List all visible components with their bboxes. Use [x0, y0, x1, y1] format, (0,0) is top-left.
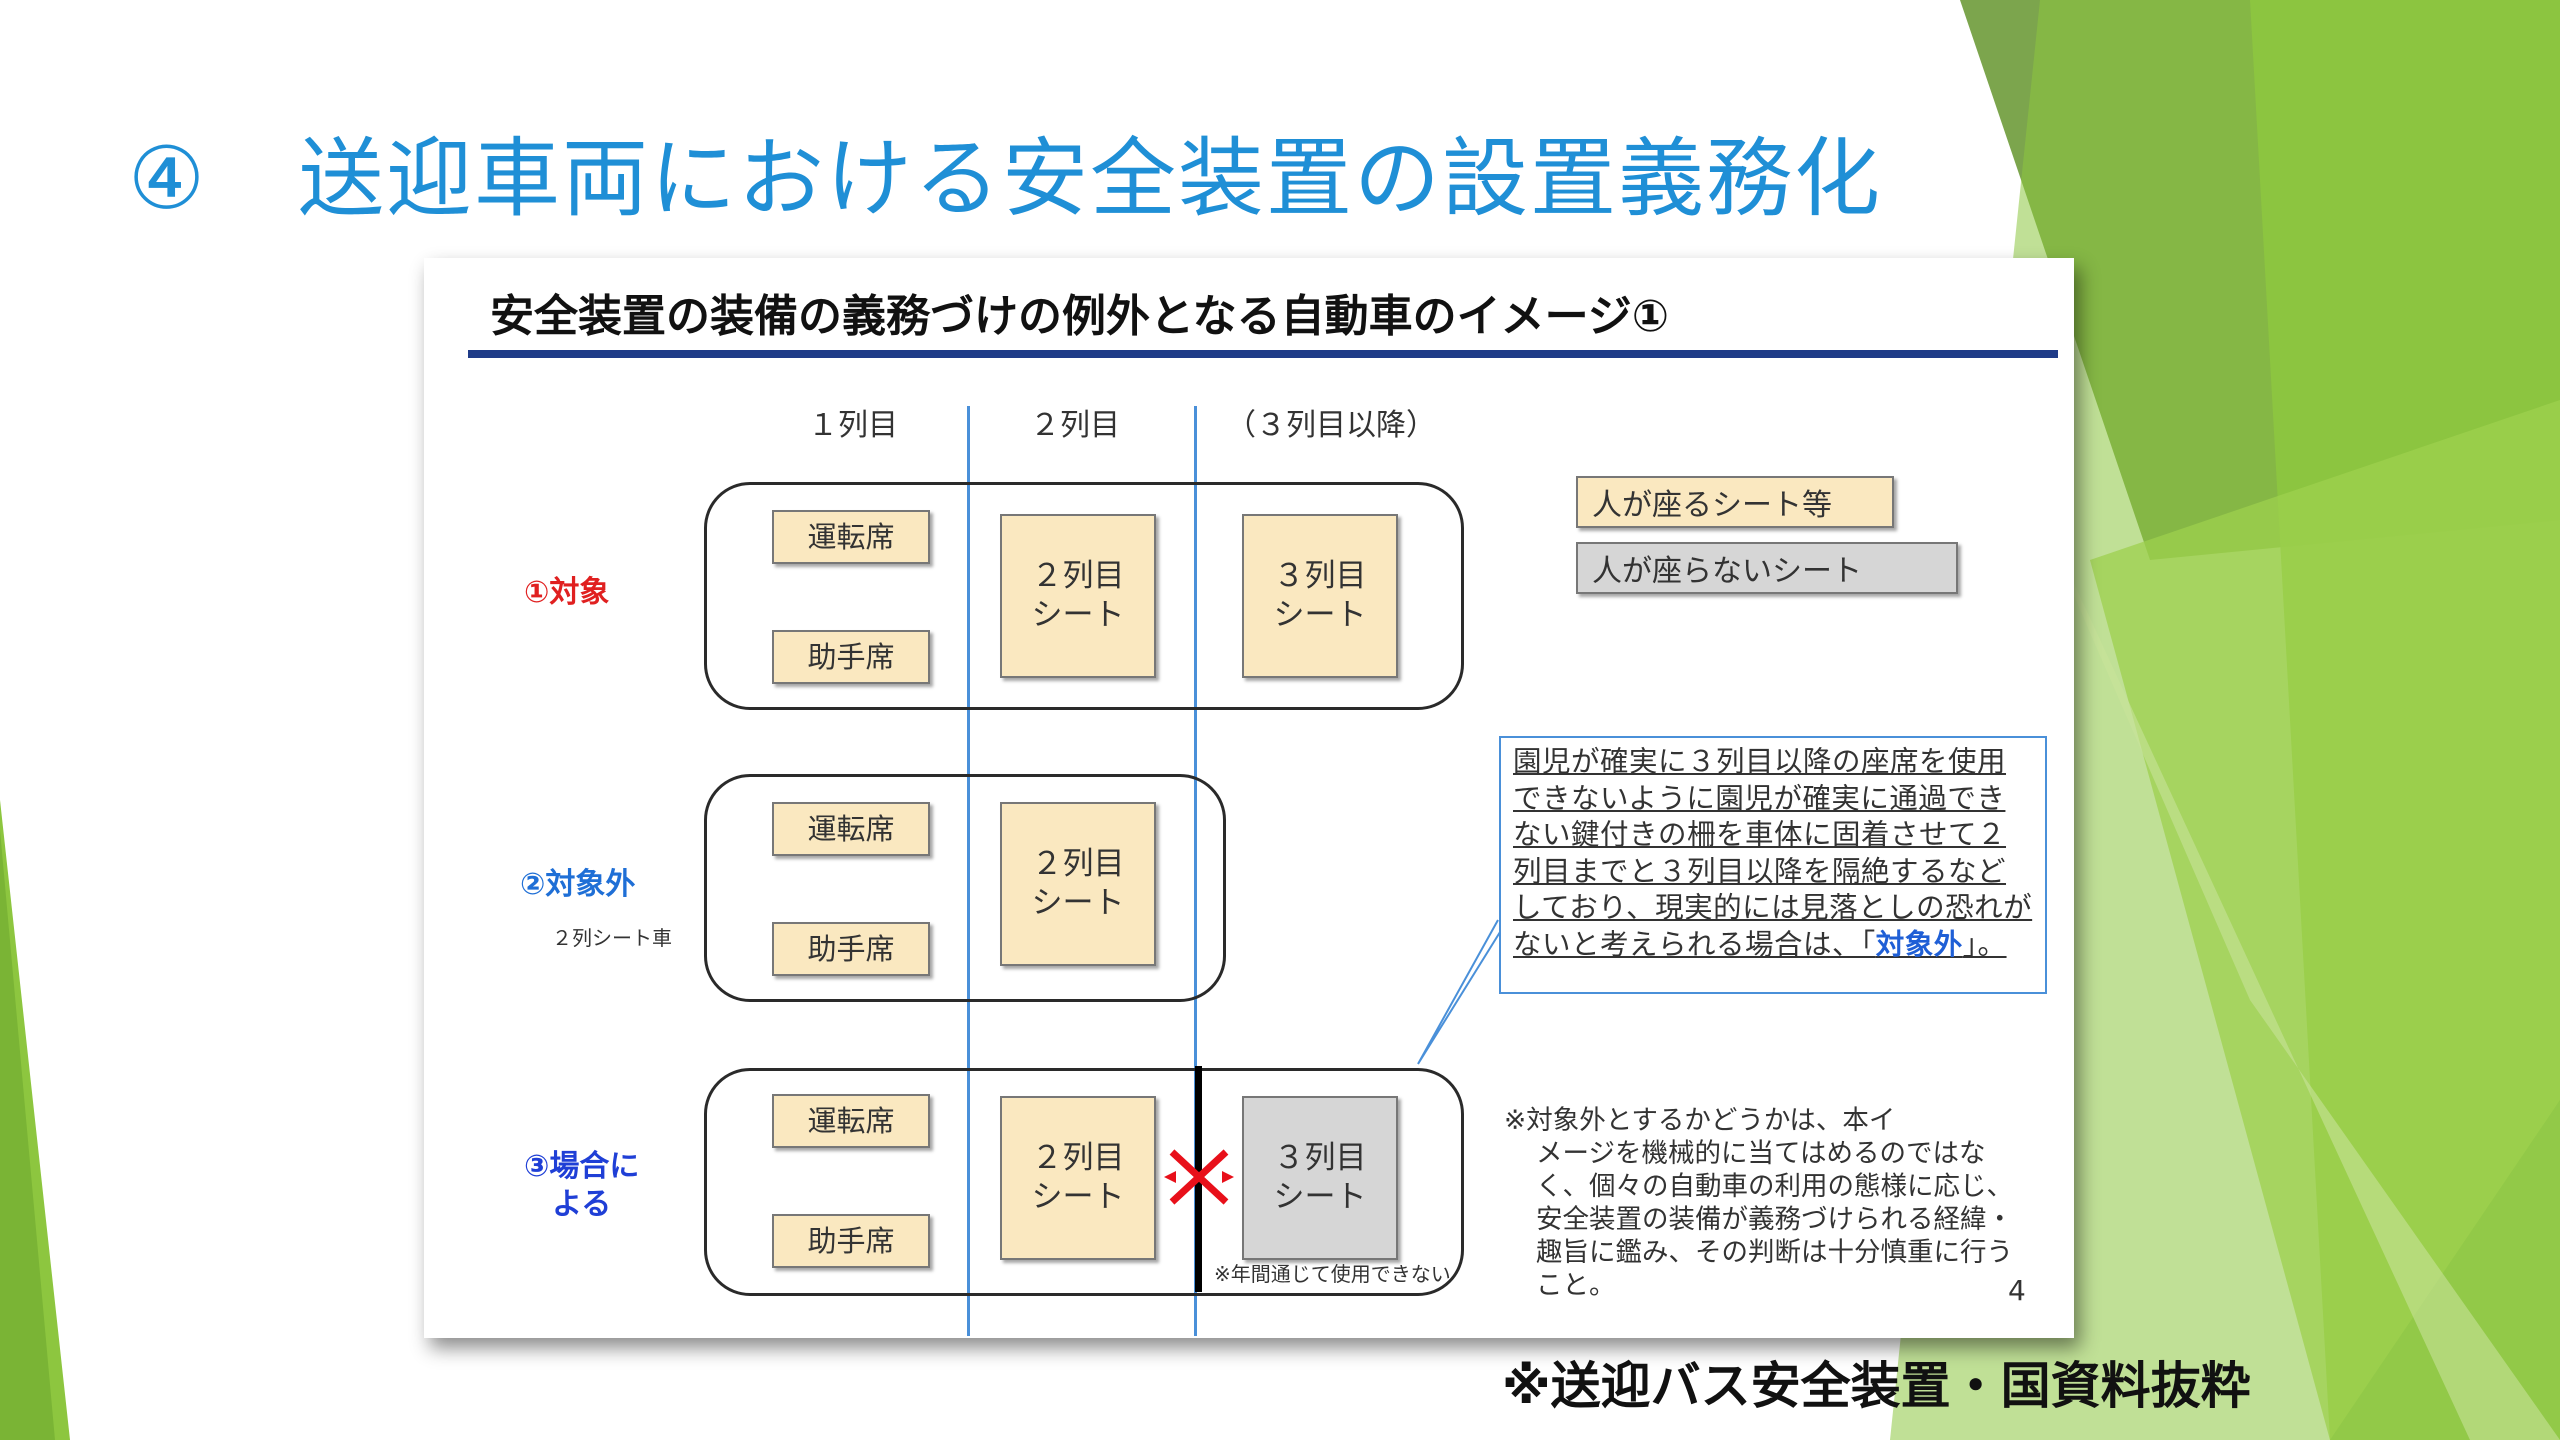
row2-seat: ２列目 シート [1000, 802, 1156, 966]
legend-seated: 人が座るシート等 [1576, 476, 1894, 528]
column-header-row2: ２列目 [1030, 408, 1120, 443]
judgement-note: ※対象外とするかどうかは、本イ メージを機械的に当てはめるのではなく、個々の自動… [1504, 1104, 2024, 1302]
row2-seat: ２列目 シート [1000, 514, 1156, 678]
slide-title: ④ 送迎車両における安全装置の設置義務化 [128, 128, 1882, 231]
row-sublabel-two-row-vehicle: ２列シート車 [552, 926, 672, 950]
driver-seat: 運転席 [772, 510, 930, 564]
row-label-target: ①対象 [524, 575, 610, 610]
callout-text: 園児が確実に３列目以降の座席を使用できないように園児が確実に通過できない鍵付きの… [1513, 745, 2033, 961]
unusable-seat-note: ※年間通じて使用できない [1214, 1262, 1451, 1286]
row-label-excluded: ②対象外 [520, 867, 636, 902]
column-header-row1: １列目 [808, 408, 898, 443]
passenger-seat: 助手席 [772, 1214, 930, 1268]
row-label-case-by-case: ③場合に よる [524, 1149, 640, 1222]
vehicle-outline-case-by-case [704, 1068, 1464, 1296]
judgement-note-first-line: ※対象外とするかどうかは、本イ [1504, 1105, 1896, 1136]
blocked-cross-icon [1164, 1149, 1234, 1205]
callout-box: 園児が確実に３列目以降の座席を使用できないように園児が確実に通過できない鍵付きの… [1499, 736, 2047, 994]
embedded-document-panel: 安全装置の装備の義務づけの例外となる自動車のイメージ① １列目 ２列目 （３列目… [424, 258, 2074, 1338]
callout-pointer [1417, 915, 1511, 1065]
row3-seat: ３列目 シート [1242, 514, 1398, 678]
vehicle-outline-target [704, 482, 1464, 710]
panel-title: 安全装置の装備の義務づけの例外となる自動車のイメージ① [490, 291, 1670, 342]
column-divider-2-3 [1194, 406, 1197, 1336]
source-citation: ※送迎バス安全装置・国資料抜粋 [1502, 1357, 2251, 1415]
passenger-seat: 助手席 [772, 922, 930, 976]
judgement-note-body: メージを機械的に当てはめるのではなく、個々の自動車の利用の態様に応じ、安全装置の… [1536, 1138, 2013, 1301]
column-divider-1-2 [967, 406, 970, 1336]
slide-title-number: ④ [128, 129, 208, 229]
row2-seat: ２列目 シート [1000, 1096, 1156, 1260]
column-header-row3: （３列目以降） [1226, 408, 1436, 443]
slide-title-text: 送迎車両における安全装置の設置義務化 [298, 129, 1882, 229]
callout-highlight-excluded: 対象外 [1875, 927, 1963, 961]
panel-title-underline [468, 350, 2058, 358]
row3-seat-unusable: ３列目 シート [1242, 1096, 1398, 1260]
passenger-seat: 助手席 [772, 630, 930, 684]
vehicle-outline-excluded [704, 774, 1226, 1002]
driver-seat: 運転席 [772, 802, 930, 856]
page-number: 4 [2008, 1274, 2026, 1307]
driver-seat: 運転席 [772, 1094, 930, 1148]
legend-not-seated: 人が座らないシート [1576, 542, 1958, 594]
